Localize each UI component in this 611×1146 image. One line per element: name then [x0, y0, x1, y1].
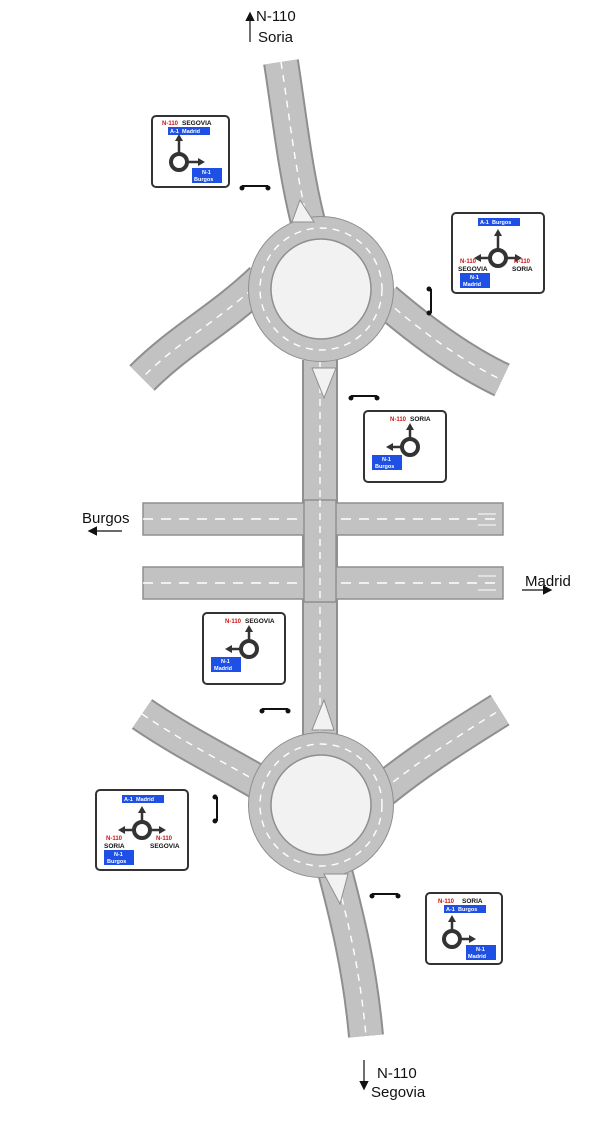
- splitter-island-south: [323, 873, 349, 906]
- svg-text:A-1: A-1: [170, 129, 179, 135]
- svg-text:N-1: N-1: [470, 275, 479, 281]
- sign-posts: [212, 185, 432, 899]
- svg-text:N-1: N-1: [202, 170, 211, 176]
- svg-text:N-1: N-1: [476, 947, 485, 953]
- ramp-ne: [374, 287, 510, 395]
- svg-text:N-110: N-110: [390, 417, 407, 423]
- west-city-label: Burgos: [82, 510, 130, 527]
- sign-6: N-110 SORIA A-1 Burgos N-1 Madrid: [425, 892, 503, 965]
- svg-text:A-1: A-1: [124, 797, 133, 803]
- sign-3: N-110 SORIA N-1 Burgos: [363, 410, 447, 483]
- south-roundabout-island: [270, 754, 372, 856]
- svg-text:N-110: N-110: [438, 899, 455, 905]
- splitter-island-mid-north: [311, 367, 337, 400]
- svg-text:Burgos: Burgos: [194, 177, 213, 183]
- svg-text:SORIA: SORIA: [462, 898, 483, 905]
- north-city-label: Soria: [258, 29, 294, 46]
- ramp-sw: [132, 700, 267, 796]
- svg-text:N-110: N-110: [514, 259, 531, 265]
- svg-text:N-1: N-1: [382, 457, 391, 463]
- ramp-nw: [130, 268, 274, 390]
- svg-text:SEGOVIA: SEGOVIA: [458, 266, 488, 273]
- svg-text:SORIA: SORIA: [104, 843, 125, 850]
- north-road-label: N-110: [256, 8, 296, 25]
- sign-4: N-110 SEGOVIA N-1 Madrid: [202, 612, 286, 685]
- road-network: [129, 59, 510, 1038]
- svg-text:SEGOVIA: SEGOVIA: [245, 618, 275, 625]
- svg-text:SORIA: SORIA: [512, 266, 533, 273]
- svg-text:SORIA: SORIA: [410, 416, 431, 423]
- svg-text:Madrid: Madrid: [468, 954, 486, 960]
- svg-text:Burgos: Burgos: [458, 907, 477, 913]
- svg-text:A-1: A-1: [480, 220, 489, 226]
- ramp-se: [372, 696, 509, 803]
- svg-text:SEGOVIA: SEGOVIA: [182, 120, 212, 127]
- south-city-label: Segovia: [371, 1084, 426, 1101]
- svg-text:Burgos: Burgos: [107, 859, 126, 865]
- svg-text:N-110: N-110: [225, 619, 242, 625]
- svg-text:Madrid: Madrid: [463, 282, 481, 288]
- svg-text:N-110: N-110: [106, 836, 123, 842]
- svg-text:Madrid: Madrid: [182, 129, 200, 135]
- svg-text:Burgos: Burgos: [492, 220, 511, 226]
- north-roundabout-island: [270, 238, 372, 340]
- south-road-label: N-110: [377, 1065, 417, 1082]
- svg-text:N-1: N-1: [221, 659, 230, 665]
- svg-text:N-1: N-1: [114, 852, 123, 858]
- direction-labels: N-110 Soria Burgos Madrid N-110 Segovia: [82, 8, 571, 1101]
- svg-text:N-110: N-110: [156, 836, 173, 842]
- splitter-island-north: [291, 198, 315, 223]
- sign-1: N-110 SEGOVIA A-1 Madrid N-1 Burgos: [151, 115, 230, 188]
- sign-2: A-1 Burgos N-110 SEGOVIA N-110 SORIA N-1…: [451, 212, 545, 294]
- svg-text:N-110: N-110: [460, 259, 477, 265]
- svg-text:Madrid: Madrid: [136, 797, 154, 803]
- sign-5: A-1 Madrid N-110 SORIA N-110 SEGOVIA N-1…: [95, 789, 189, 871]
- east-city-label: Madrid: [525, 573, 571, 590]
- svg-text:SEGOVIA: SEGOVIA: [150, 843, 180, 850]
- svg-text:N-110: N-110: [162, 121, 179, 127]
- svg-text:Burgos: Burgos: [375, 464, 394, 470]
- overpass: [303, 499, 337, 603]
- splitter-island-mid-south: [311, 698, 335, 731]
- svg-text:A-1: A-1: [446, 907, 455, 913]
- svg-text:Madrid: Madrid: [214, 666, 232, 672]
